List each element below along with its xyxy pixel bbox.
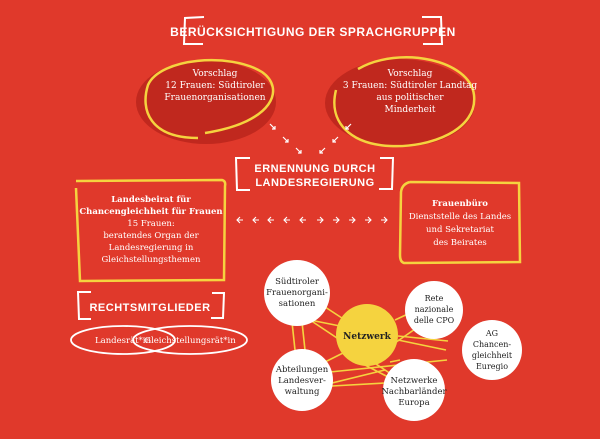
legal-member-landesraetin: Landesrät*in — [95, 336, 152, 346]
proposal-right: Vorschlag 3 Frauen: Südtiroler Landtag a… — [325, 56, 478, 148]
title-bracket — [182, 16, 444, 45]
network-node-landesverwaltung: Abteilungen Landesver- waltung — [271, 349, 333, 411]
council-line: Landesregierung in — [109, 243, 194, 253]
council-line: 15 Frauen: — [127, 219, 174, 229]
node-line: Euregio — [476, 362, 508, 371]
title: BERÜCKSICHTIGUNG DER SPRACHGRUPPEN — [170, 24, 456, 39]
yellow-scribble — [333, 56, 476, 148]
network-center: Netzwerk — [336, 304, 398, 366]
legal-member-oval — [132, 325, 248, 355]
appointment-line: ERNENNUNG DURCH — [254, 163, 375, 175]
legal-members-title: RECHTSMITGLIEDER — [89, 302, 210, 314]
node-line: Rete — [425, 294, 444, 303]
proposal-right-line: Minderheit — [385, 105, 436, 115]
arrows-bidirectional — [236, 216, 388, 224]
arrows-down — [269, 123, 352, 154]
node-line: Nachbarländer — [381, 387, 447, 397]
proposal-right-line: 3 Frauen: Südtiroler Landtag — [343, 81, 478, 91]
network-node-frauenorganisationen: Südtiroler Frauenorgani- sationen — [264, 260, 330, 326]
node-line: Landesver- — [278, 376, 326, 386]
node-line: nazionale — [415, 305, 454, 314]
office-line: und Sekretariat — [426, 225, 495, 235]
council-line: beratendes Organ der — [103, 231, 199, 241]
network-node-rete-cpo: Rete nazionale delle CPO — [405, 281, 463, 339]
node-line: waltung — [285, 387, 320, 397]
appointment-line: LANDESREGIERUNG — [255, 177, 374, 189]
council-line: Landesbeirat für — [111, 194, 191, 205]
node-line: Netzwerke — [391, 376, 438, 386]
node-line: Chancen- — [473, 340, 512, 349]
office-line: Dienststelle des Landes — [409, 212, 511, 222]
node-line: Südtiroler — [275, 277, 320, 287]
appointment-bracket — [234, 157, 395, 191]
office-line: Frauenbüro — [432, 198, 488, 209]
council-line: Chancengleichheit für Frauen — [79, 206, 222, 217]
node-line: Abteilungen — [275, 365, 329, 375]
node-line: AG — [485, 329, 498, 338]
network-center-label: Netzwerk — [343, 332, 391, 342]
office-line: des Beirates — [433, 238, 486, 248]
proposal-left-line: 12 Frauen: Südtiroler — [165, 81, 265, 91]
node-line: gleichheit — [472, 351, 513, 360]
node-line: Frauenorgani- — [266, 288, 328, 298]
legal-member-oval — [70, 325, 176, 355]
proposal-left-line: Vorschlag — [192, 69, 238, 79]
council-box: Landesbeirat für Chancengleichheit für F… — [74, 178, 227, 283]
office-box: Frauenbüro Dienststelle des Landes und S… — [398, 180, 522, 265]
proposal-left-line: Frauenorganisationen — [164, 93, 265, 103]
council-line: Gleichstellungsthemen — [102, 255, 202, 265]
network-node-nachbarlaender: Netzwerke Nachbarländer Europa — [381, 359, 447, 421]
proposal-right-line: Vorschlag — [387, 69, 433, 79]
proposal-right-line: aus politischer — [376, 93, 444, 103]
legal-member-gleichstellungsraetin: Gleichstellungsrät*in — [144, 336, 236, 346]
node-line: sationen — [279, 299, 316, 309]
yellow-scribble — [144, 58, 275, 140]
legal-members-bracket — [76, 291, 226, 320]
node-line: delle CPO — [414, 316, 455, 325]
node-line: Europa — [398, 398, 429, 408]
proposal-left: Vorschlag 12 Frauen: Südtiroler Frauenor… — [136, 58, 276, 144]
network-node-ag-euregio: AG Chancen- gleichheit Euregio — [462, 320, 522, 380]
